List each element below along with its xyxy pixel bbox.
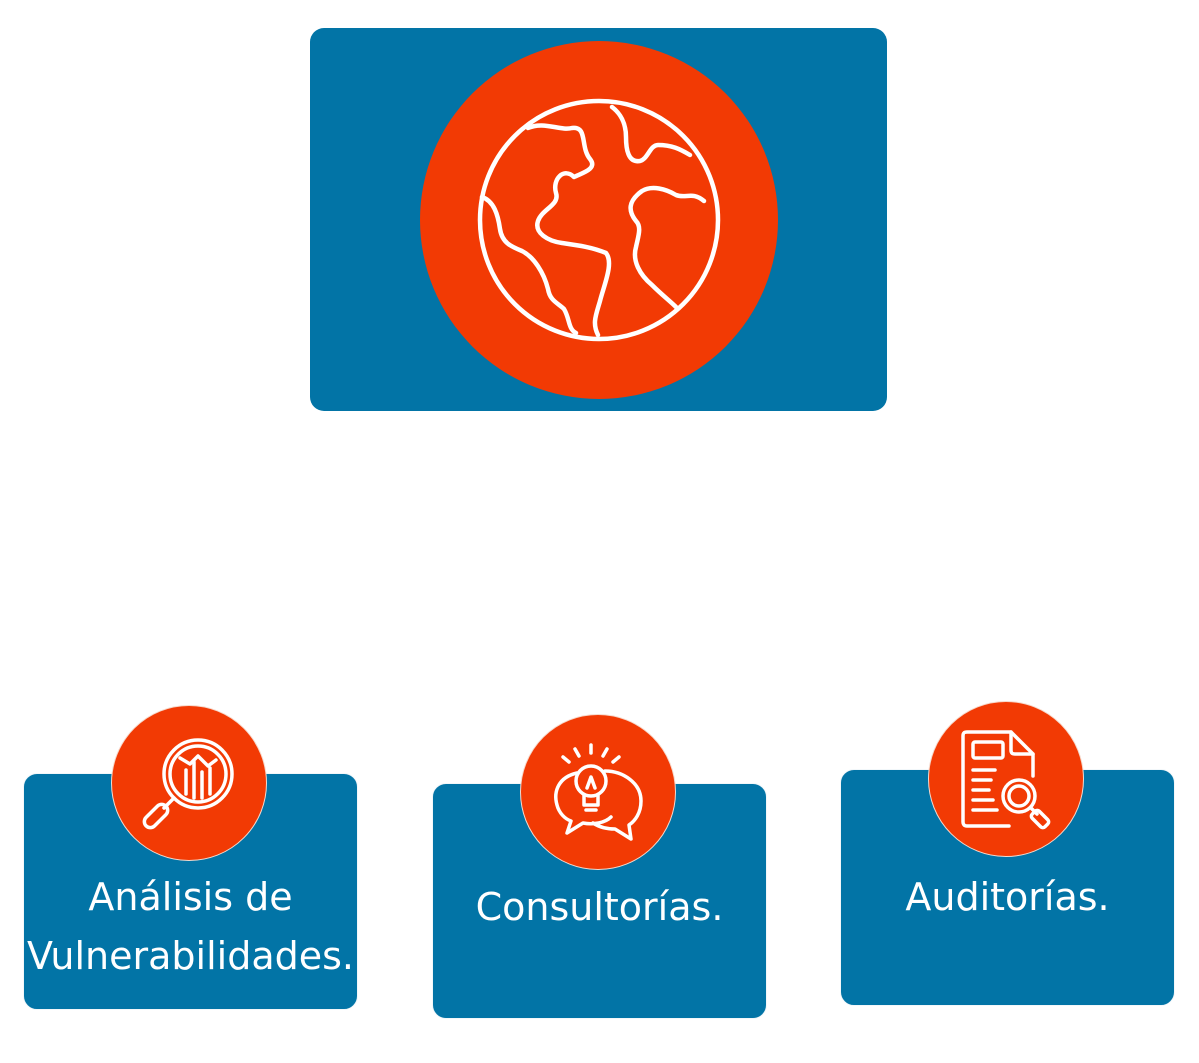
service-badge-audits — [928, 701, 1084, 857]
service-label-line-1: Consultorías. — [475, 885, 724, 929]
lightbulb-chat-icon — [554, 743, 643, 841]
service-badge-consulting — [520, 714, 676, 870]
service-label-line-2: Vulnerabilidades. — [26, 934, 354, 978]
document-search-icon — [961, 730, 1051, 830]
magnifier-chart-icon — [142, 738, 234, 830]
service-label-line-1: Análisis de — [88, 875, 293, 919]
service-label-line-1: Auditorías. — [905, 875, 1110, 919]
globe-icon — [477, 98, 721, 342]
service-badge-vulnerability-analysis — [111, 705, 267, 861]
